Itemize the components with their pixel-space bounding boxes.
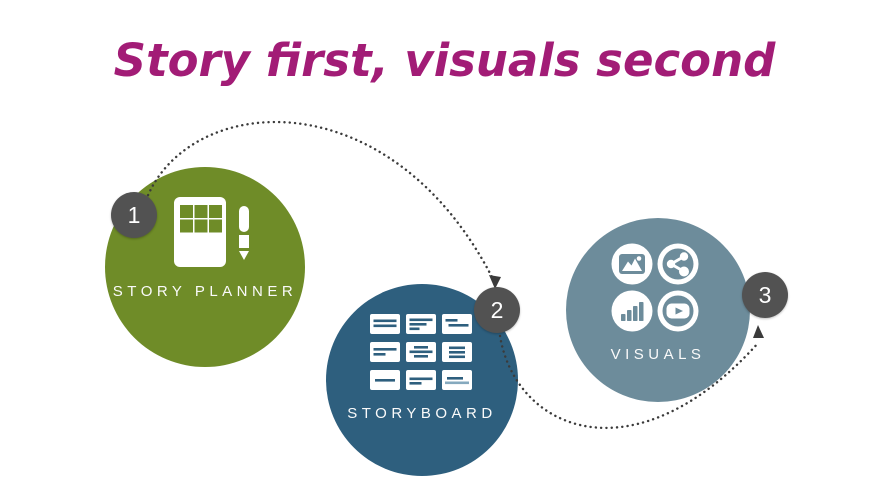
step-label-visuals: VISUALS — [610, 346, 706, 363]
arrowhead-up-icon — [753, 325, 764, 338]
step-label-storyboard: STORYBOARD — [347, 405, 497, 422]
storyboard-card-lines — [373, 318, 469, 385]
story-planner-grid-and-pen-icon — [174, 197, 249, 267]
video-play-icon — [657, 290, 699, 332]
image-icon — [611, 243, 653, 285]
storyboard-cards-grid-icon — [370, 314, 472, 390]
visuals-icons-cluster — [611, 243, 699, 332]
step-badge-1: 1 — [111, 192, 157, 238]
storyboard-overflow-line — [445, 381, 469, 385]
step-badge-3: 3 — [742, 272, 788, 318]
slide-title: Story first, visuals second — [113, 34, 776, 87]
step-badge-2: 2 — [474, 287, 520, 333]
bar-chart-icon — [611, 290, 653, 332]
share-icon — [657, 243, 699, 285]
pen-icon — [239, 206, 249, 260]
step-label-story-planner: STORY PLANNER — [112, 283, 298, 300]
